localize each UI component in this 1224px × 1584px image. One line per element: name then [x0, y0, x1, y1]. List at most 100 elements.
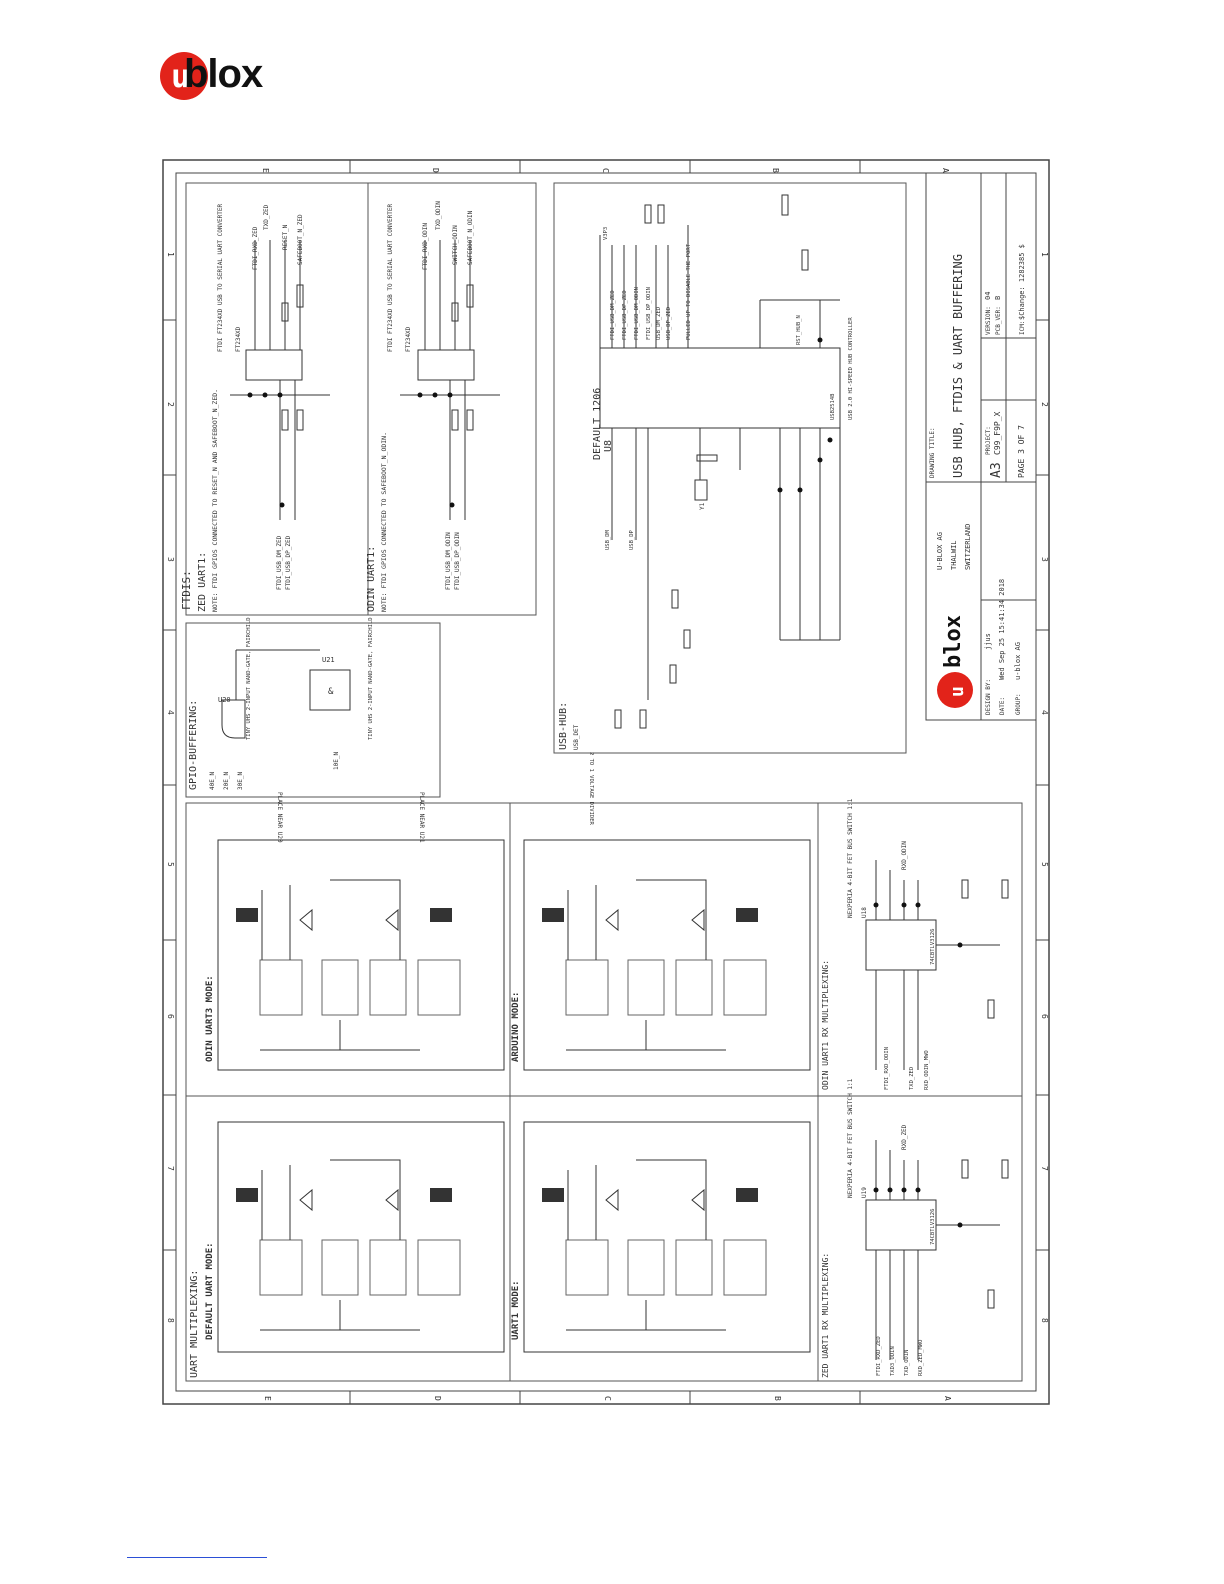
- net-ftdi-rxd-zed: FTDI_RXD_ZED: [252, 226, 259, 270]
- col-letter-d-bottom: D: [433, 1396, 442, 1401]
- usb-hub-title: USB-HUB:: [558, 702, 569, 750]
- odin-mux-in-1: FTDI_RXD_ODIN: [884, 1047, 890, 1090]
- svg-text:u: u: [171, 57, 190, 95]
- zed-mux-in-2: TXD3_ODIN: [890, 1346, 896, 1376]
- date-label: DATE:: [999, 697, 1006, 715]
- gpio-in-30e: 30E_N: [237, 772, 244, 790]
- gpio-buffering-block: [185, 622, 441, 798]
- title-block: [925, 172, 1037, 721]
- net-usb-det: USB_DET: [573, 724, 580, 750]
- company-country: SWITZERLAND: [964, 524, 972, 570]
- hub-note: PULLED UP TO DISABLE THE PORT: [686, 243, 692, 340]
- company-name: U-BLOX AG: [936, 532, 944, 570]
- row-num-4: 4: [166, 710, 175, 715]
- row-num-1-right: 1: [1040, 252, 1049, 257]
- zed-mux-in-1: FTDI_RXD_ZED: [876, 1336, 882, 1376]
- project-label: PROJECT:: [985, 426, 992, 455]
- version-label: VERSION:: [985, 306, 992, 335]
- odin-note: NOTE: FTDI GPIOS CONNECTED TO SAFEBOOT_N…: [380, 432, 388, 612]
- drawing-title: USB HUB, FTDIS & UART BUFFERING: [951, 254, 965, 478]
- odin-mux-in-2: TXD_ZED: [909, 1067, 915, 1090]
- u18-part: 74CBTLV3126: [930, 929, 936, 965]
- row-num-6-right: 6: [1040, 1014, 1049, 1019]
- u18-label: U18: [861, 907, 868, 918]
- ftdi-odin-chip: FT234XD FTDI FT234XD USB TO SERIAL UART …: [387, 204, 500, 520]
- crystal-y1: Y1: [699, 502, 706, 510]
- row-num-5-right: 5: [1040, 862, 1049, 867]
- inner-frame: [175, 172, 1037, 1392]
- ftdi-zed-desc: FTDI FT234XD USB TO SERIAL UART CONVERTE…: [217, 204, 224, 352]
- svg-text:FT234XD: FT234XD: [235, 326, 242, 352]
- net-safeboot-zed: SAFEBOOT_N_ZED: [297, 214, 304, 265]
- ftdis-title: FTDIS:: [180, 570, 193, 610]
- mode-panel-uart1: UART1 MODE:: [511, 1121, 811, 1353]
- drawing-size: A3: [989, 462, 1004, 478]
- mode-panel-default-uart: DEFAULT UART MODE:: [205, 1121, 505, 1353]
- net-txd-zed: TXD_ZED: [263, 204, 270, 230]
- net-safeboot-odin: SAFEBOOT_N_ODIN: [467, 210, 474, 265]
- row-num-8: 8: [166, 1318, 175, 1323]
- gpio-buffering-title: GPIO-BUFFERING:: [188, 700, 199, 790]
- hub-chip-u8: [599, 194, 841, 729]
- u8-desc: USB 2.0 HI-SPEED HUB CONTROLLER: [848, 317, 854, 420]
- col-letter-e: E: [261, 168, 270, 173]
- project-value: C99_F9P_X: [993, 411, 1002, 455]
- hub-port-1: FTDI_USB_DM_ZED: [610, 290, 616, 340]
- mode-arduino-title: ARDUINO MODE:: [511, 992, 521, 1062]
- svg-text:&: &: [328, 687, 334, 697]
- row-num-1: 1: [166, 252, 175, 257]
- gate-u20: [221, 649, 320, 739]
- place-near-u20: PLACE NEAR U20: [276, 792, 283, 843]
- ftdi-odin-desc: FTDI FT234XD USB TO SERIAL UART CONVERTE…: [387, 204, 394, 352]
- icm-value: $Change: 1282385 $: [1018, 244, 1026, 320]
- design-by-value: jjus: [984, 633, 992, 650]
- divider-note: 2 TO 1 VOLTAGE DIVIDER: [588, 752, 594, 826]
- odin-mux-in-3: RXD_ODIN_MWO: [924, 1050, 930, 1090]
- hub-port-3: FTDI_USB_DM_ODIN: [634, 287, 640, 340]
- net-usb-dm-zed: FTDI_USB_DM_ZED: [276, 535, 283, 590]
- row-num-2-right: 2: [1040, 402, 1049, 407]
- ublox-logo: u: [158, 50, 308, 102]
- col-letter-d: D: [431, 168, 440, 173]
- col-letter-e-bottom: E: [263, 1396, 272, 1401]
- column-markers: E D C B A E D C B A: [261, 160, 952, 1404]
- uart-mux-title: UART MULTIPLEXING:: [189, 1270, 200, 1378]
- group-label: GROUP:: [1015, 693, 1022, 715]
- u8-label: U8: [603, 440, 614, 452]
- zed-uart1-title: ZED UART1:: [197, 552, 208, 612]
- row-num-7-right: 7: [1040, 1166, 1049, 1171]
- u8-part: USB2514B: [830, 393, 836, 420]
- zed-uart1-rx-title: ZED UART1 RX MULTIPLEXING:: [821, 1253, 830, 1378]
- svg-text:blox: blox: [941, 615, 966, 668]
- col-letter-c: C: [601, 168, 610, 173]
- row-markers: 1 2 3 4 5 6 7 8 1 2 3 4 5 6 7 8: [163, 252, 1049, 1323]
- svg-text:u: u: [947, 686, 968, 697]
- ublox-logo-mark: u: [160, 52, 208, 100]
- mode-panel-arduino: ARDUINO MODE:: [511, 839, 811, 1071]
- net-reset-n: RESET_N: [282, 224, 289, 250]
- net-usb-dm-odin: FTDI_USB_DM_ODIN: [445, 532, 452, 590]
- date-value: Wed Sep 25 15:41:34 2018: [998, 579, 1006, 680]
- odin-uart1-title: ODIN UART1:: [366, 546, 377, 612]
- net-usb-dp-zed: FTDI_USB_DP_ZED: [285, 535, 292, 590]
- col-letter-b-bottom: B: [773, 1396, 782, 1401]
- footnote-link-underline: [127, 1557, 267, 1558]
- u18-desc: NEXPERIA 4-BIT FET BUS SWITCH 1:1: [847, 798, 854, 918]
- gpio-in-10e: 10E_N: [333, 752, 340, 770]
- ftdi-zed-chip: FT234XD FTDI FT234XD USB TO SERIAL UART …: [217, 204, 330, 520]
- mode-default-uart-title: DEFAULT UART MODE:: [205, 1242, 215, 1340]
- u19-label: U19: [861, 1187, 868, 1198]
- u20-desc: TINY UHS 2-INPUT NAND-GATE, FAIRCHILD: [246, 617, 252, 740]
- col-letter-a-bottom: A: [943, 1396, 952, 1401]
- drawing-title-label: DRAWING TITLE:: [929, 427, 936, 478]
- hub-port-4: FTDI_USB_DP_ODIN: [646, 287, 652, 340]
- title-block-logo: u blox: [937, 615, 973, 708]
- net-usb-dp-odin: FTDI_USB_DP_ODIN: [454, 532, 461, 590]
- row-num-3-right: 3: [1040, 557, 1049, 562]
- row-num-7: 7: [166, 1166, 175, 1171]
- row-num-2: 2: [166, 402, 175, 407]
- mode-uart1-title: UART1 MODE:: [511, 1280, 521, 1340]
- row-num-6: 6: [166, 1014, 175, 1019]
- icm-label: ICM:: [1019, 321, 1026, 335]
- u21-desc: TINY UHS 2-INPUT NAND-GATE, FAIRCHILD: [368, 617, 374, 740]
